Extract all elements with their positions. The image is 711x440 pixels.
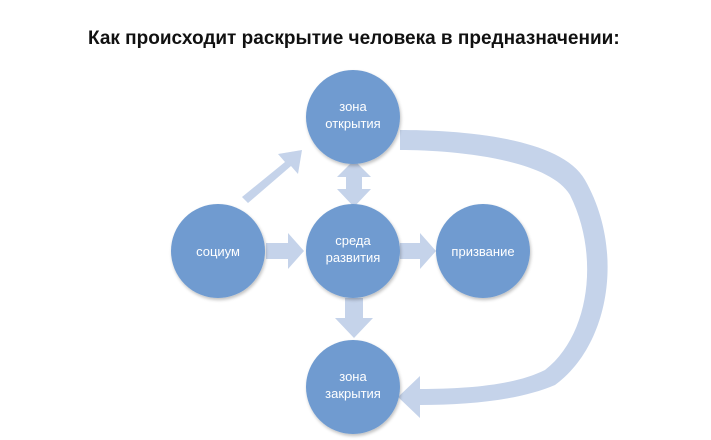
node-calling: призвание [436,204,530,298]
node-closed-zone-line2: закрытия [325,386,381,401]
node-environment-line2: развития [326,250,381,265]
node-closed-zone: зона закрытия [306,340,400,434]
node-environment-line1: среда [335,233,371,248]
node-society: социум [171,204,265,298]
node-society-line1: социум [196,244,240,259]
node-calling-line1: призвание [451,244,514,259]
arrow-society-to-open-zone [242,150,302,203]
arrow-environment-to-calling [400,233,436,269]
arrow-society-to-environment [266,233,304,269]
page-title: Как происходит раскрытие человека в пред… [88,28,620,49]
node-open-zone-line1: зона [339,99,367,114]
arrow-environment-to-closed-zone [335,298,373,338]
arrow-open-zone-environment-double [337,160,371,207]
node-open-zone: зона открытия [306,70,400,164]
node-environment: среда развития [306,204,400,298]
curved-arrow-open-to-closed [398,130,608,418]
node-closed-zone-line1: зона [339,369,367,384]
node-open-zone-line2: открытия [325,116,380,131]
